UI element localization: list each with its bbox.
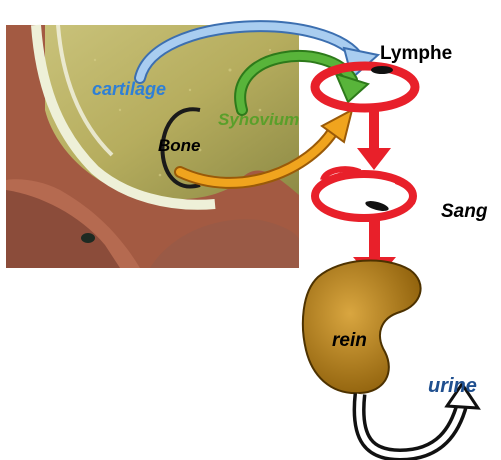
label-synovium: Synovium <box>218 111 299 128</box>
label-rein: rein <box>332 331 367 350</box>
label-bone: Bone <box>158 137 201 154</box>
kidney-shape <box>303 260 421 393</box>
label-cartilage: cartilage <box>92 80 166 98</box>
lymph-to-blood-arrow <box>357 110 391 170</box>
label-lymphe: Lymphe <box>380 44 452 63</box>
label-sang: Sang <box>441 202 487 221</box>
label-urine: urine <box>428 376 477 396</box>
blood-ring <box>315 169 413 218</box>
